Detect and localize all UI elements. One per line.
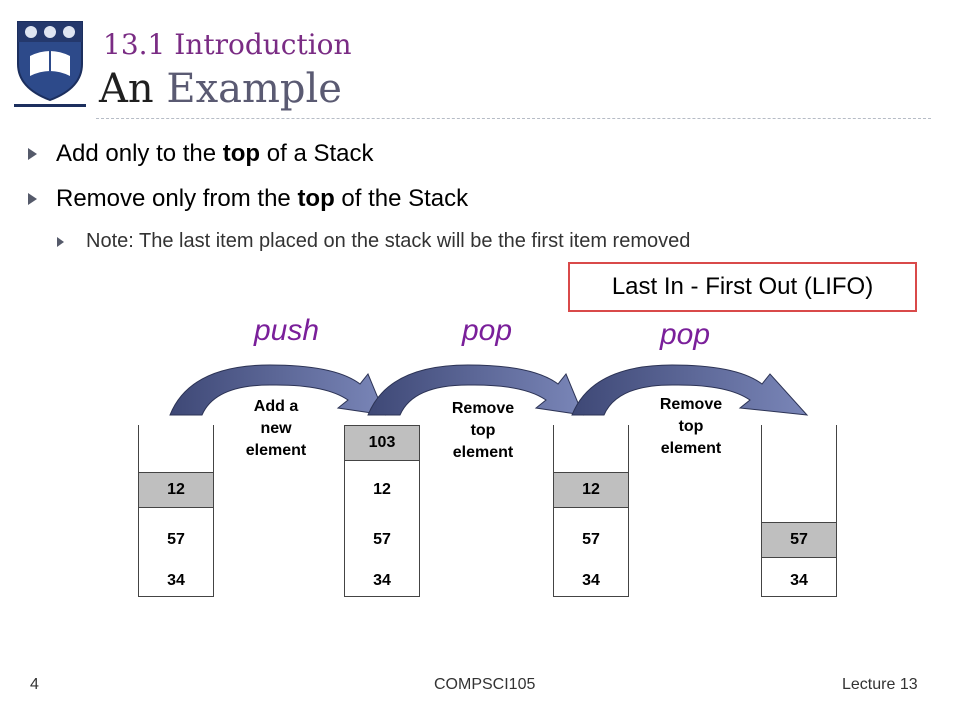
course-code: COMPSCI105 [434, 676, 536, 693]
stack-cell: 34 [582, 572, 600, 589]
bullet-1-pre: Add only to the [56, 140, 223, 167]
stack-2: 103 12 57 34 [344, 425, 420, 597]
bullet-item-2: Remove only from the top of the Stack [56, 185, 468, 213]
stack-cell: 103 [345, 425, 419, 461]
stack-1: 12 57 34 [138, 425, 214, 597]
op-push-label: push [254, 314, 320, 347]
title-word-2: Example [166, 66, 342, 112]
title-word-1: An [99, 66, 154, 112]
stack-cell: 34 [167, 572, 185, 589]
lifo-callout: Last In - First Out (LIFO) [568, 262, 917, 312]
bullet-arrow-icon [28, 193, 37, 205]
bullet-1-bold: top [222, 140, 261, 167]
op-description-push: Add a new element [221, 396, 331, 462]
op-desc-line: top [470, 422, 496, 439]
pop-arrow-icon [367, 364, 584, 416]
bullet-2-pre: Remove only from the [56, 185, 298, 212]
op-desc-line: Remove [451, 400, 515, 417]
op-desc-line: Remove [659, 396, 723, 413]
stack-cell: 57 [373, 531, 391, 548]
stack-cell: 34 [790, 572, 808, 589]
op-desc-line: Add a [253, 398, 299, 415]
op-pop-label-1: pop [462, 314, 513, 347]
op-description-pop-1: Remove top element [428, 398, 538, 464]
op-description-pop-2: Remove top element [636, 394, 746, 460]
note-prefix: Note: [86, 230, 139, 252]
op-desc-line: element [245, 442, 307, 459]
page-title: An Example [99, 66, 342, 112]
university-logo [14, 18, 86, 112]
note-line: Note: The last item placed on the stack … [86, 230, 690, 253]
bullet-1-post: of a Stack [260, 140, 374, 167]
op-desc-line: element [452, 444, 514, 461]
stack-cell: 57 [582, 531, 600, 548]
bullet-2-post: of the Stack [334, 185, 469, 212]
op-desc-line: new [260, 420, 292, 437]
sub-bullet-arrow-icon [57, 237, 64, 247]
bullet-2-bold: top [297, 185, 335, 212]
bullet-item-1: Add only to the top of a Stack [56, 140, 373, 168]
stack-cell: 57 [762, 522, 836, 558]
stack-cell: 12 [373, 481, 391, 498]
stack-cell: 57 [167, 531, 185, 548]
op-desc-line: element [660, 440, 722, 457]
stack-cell: 12 [139, 472, 213, 508]
stack-cell: 34 [373, 572, 391, 589]
note-text: The last item placed on the stack will b… [139, 230, 691, 252]
lecture-label: Lecture 13 [842, 676, 918, 693]
stack-4: 57 34 [761, 425, 837, 597]
bullet-arrow-icon [28, 148, 37, 160]
operation-arrows [169, 364, 809, 416]
op-desc-line: top [678, 418, 704, 435]
header-divider [96, 118, 931, 119]
stack-cell: 12 [554, 472, 628, 508]
slide-number: 4 [30, 676, 39, 693]
pop-arrow-icon [571, 364, 809, 416]
section-subtitle: 13.1 Introduction [103, 28, 352, 61]
op-pop-label-2: pop [660, 318, 711, 351]
stack-3: 12 57 34 [553, 425, 629, 597]
push-arrow-icon [169, 364, 386, 416]
